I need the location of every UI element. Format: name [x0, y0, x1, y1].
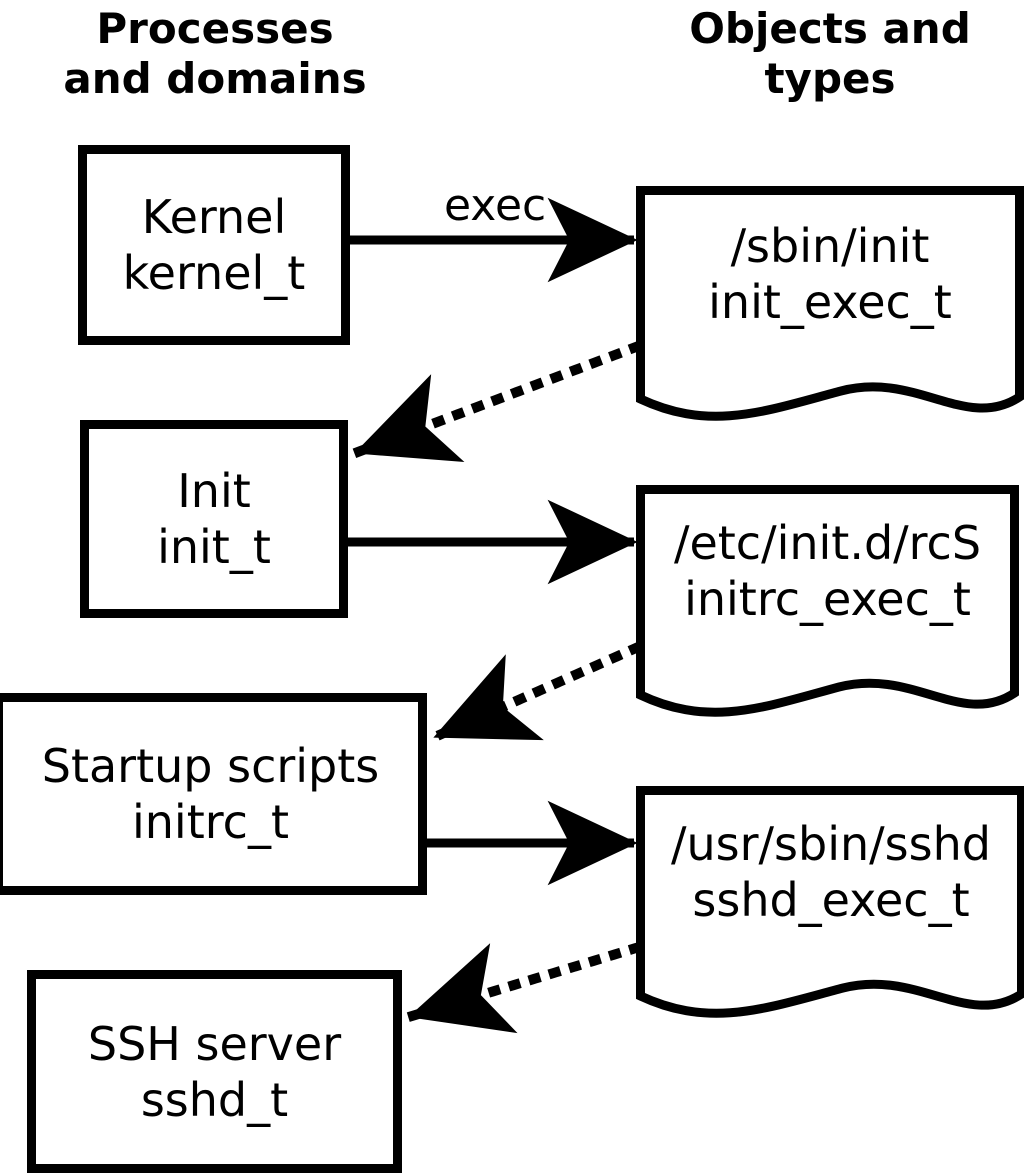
process-type: init_t — [157, 520, 271, 574]
process-box-ssh-server[interactable]: SSH server sshd_t — [27, 970, 402, 1173]
edge-initrc-exec-to-initrc — [430, 641, 643, 743]
edge-sshd-exec-to-sshd — [405, 941, 643, 1034]
process-box-init[interactable]: Init init_t — [80, 420, 348, 618]
column-header-processes: Processes and domains — [63, 4, 367, 103]
edge-label-exec: exec — [444, 180, 547, 231]
object-doc-sshd-exec[interactable]: /usr/sbin/sshd sshd_exec_t — [636, 786, 1024, 1031]
process-title: SSH server — [87, 1016, 342, 1071]
object-doc-init-exec[interactable]: /sbin/init init_exec_t — [636, 186, 1024, 434]
edge-init-exec-to-init — [351, 340, 643, 463]
process-title: Init — [177, 464, 251, 518]
document-shape — [636, 485, 1019, 717]
document-shape — [636, 186, 1024, 421]
object-doc-initrc-exec[interactable]: /etc/init.d/rcS initrc_exec_t — [636, 485, 1019, 730]
document-shape — [636, 786, 1024, 1018]
process-box-startup-scripts[interactable]: Startup scripts initrc_t — [0, 693, 427, 895]
process-title: Startup scripts — [41, 739, 380, 793]
column-header-objects: Objects and types — [689, 4, 971, 103]
process-title: Kernel — [141, 190, 287, 244]
process-type: initrc_t — [132, 795, 289, 849]
process-type: sshd_t — [140, 1072, 289, 1127]
process-type: kernel_t — [122, 246, 306, 300]
process-box-kernel[interactable]: Kernel kernel_t — [78, 145, 350, 345]
